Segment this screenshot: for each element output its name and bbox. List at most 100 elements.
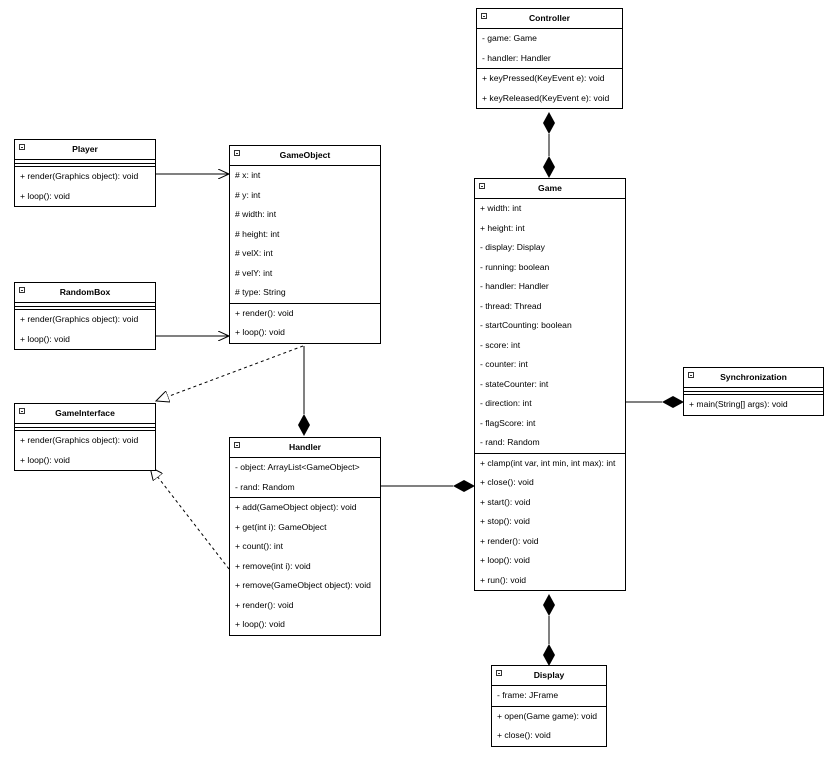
- composition-diamond-controller: [543, 112, 555, 134]
- operations-section: + add(GameObject object): void+ get(int …: [230, 498, 380, 635]
- class-name-label: Display: [533, 670, 565, 680]
- edge-handler-gameinterface[interactable]: [150, 467, 230, 570]
- class-name-label: Synchronization: [720, 372, 787, 382]
- operations-section: + render(Graphics object): void + loop():…: [15, 166, 155, 206]
- operations-section: + clamp(int var, int min, int max): int+…: [475, 454, 625, 591]
- attribute-row: - counter: int: [480, 359, 528, 369]
- attribute-row: - handler: Handler: [482, 52, 551, 63]
- class-handler[interactable]: Handler- object: ArrayList<GameObject>- …: [229, 437, 381, 636]
- operation-row: + loop(): void: [20, 190, 70, 201]
- operation-row: + loop(): void: [480, 555, 530, 565]
- operation-row: + render(): void: [235, 307, 294, 318]
- operation-row: + loop(): void: [20, 333, 70, 344]
- collapse-icon[interactable]: [688, 372, 694, 378]
- attributes-section: - game: Game- handler: Handler: [477, 29, 622, 69]
- attribute-row: - running: boolean: [480, 261, 550, 272]
- class-name-label: Controller: [528, 13, 571, 23]
- class-player[interactable]: Player + render(Graphics object): void + l…: [14, 139, 156, 207]
- attributes-section: - frame: JFrame: [492, 686, 606, 707]
- collapse-icon[interactable]: [234, 442, 240, 448]
- operation-row: + render(): void: [480, 535, 539, 546]
- attribute-row: - stateCounter: int: [480, 378, 549, 389]
- composition-diamond-game-bottom: [543, 594, 555, 616]
- operations-section: + render(Graphics object): void + loop():…: [15, 309, 155, 349]
- class-name-label: Handler: [289, 442, 321, 452]
- class-name: Synchronization: [684, 368, 823, 388]
- collapse-icon[interactable]: [19, 144, 25, 150]
- class-display[interactable]: Display - frame: JFrame + open(Game game):…: [491, 665, 607, 747]
- collapse-icon[interactable]: [19, 287, 25, 293]
- composition-diamond-handler-top: [298, 414, 310, 436]
- operation-row: + loop(): void: [235, 619, 285, 629]
- class-name-label: GameInterface: [55, 408, 115, 418]
- composition-diamond-game-left: [453, 480, 475, 492]
- class-synchronization[interactable]: Synchronization + main(String[] args): vo…: [683, 367, 824, 416]
- attribute-row: # height: int: [235, 228, 280, 239]
- attribute-row: + height: int: [480, 222, 525, 233]
- class-name: Game: [475, 179, 625, 199]
- operation-row: + add(GameObject object): void: [235, 502, 357, 512]
- operation-row: + loop(): void: [20, 454, 70, 465]
- attribute-row: - rand: Random: [235, 481, 295, 492]
- class-name: Display: [492, 666, 606, 686]
- collapse-icon[interactable]: [496, 670, 502, 676]
- operation-row: + remove(int i): void: [235, 560, 311, 571]
- class-name-label: RandomBox: [59, 287, 111, 297]
- operation-row: + run(): void: [480, 574, 527, 585]
- edge-gameobject-gameinterface[interactable]: [156, 345, 304, 401]
- operation-row: + render(): void: [235, 599, 294, 610]
- operation-row: + keyReleased(KeyEvent e): void: [482, 92, 610, 103]
- attribute-row: - direction: int: [480, 398, 532, 408]
- attributes-section: [15, 160, 155, 164]
- class-name-label: Player: [72, 144, 98, 154]
- operation-row: + close(): void: [497, 730, 551, 740]
- class-randombox[interactable]: RandomBox + render(Graphics object): void…: [14, 282, 156, 350]
- operation-row: + render(Graphics object): void: [20, 171, 139, 181]
- class-name-label: Game: [538, 183, 562, 193]
- attribute-row: - score: int: [480, 339, 521, 350]
- operation-row: + remove(GameObject object): void: [235, 580, 371, 590]
- attributes-section: [15, 303, 155, 307]
- operation-row: + start(): void: [480, 496, 531, 507]
- attribute-row: - thread: Thread: [480, 300, 542, 311]
- attribute-row: - display: Display: [480, 242, 545, 252]
- attribute-row: # velY: int: [235, 267, 273, 278]
- attributes-section: + width: int + height: int - display: Disp…: [475, 199, 625, 454]
- collapse-icon[interactable]: [19, 408, 25, 414]
- operation-row: + render(Graphics object): void: [20, 435, 139, 445]
- operation-row: + close(): void: [480, 477, 534, 487]
- attribute-row: # type: String: [235, 287, 286, 297]
- attributes-section: - object: ArrayList<GameObject> - rand: R…: [230, 458, 380, 498]
- attributes-section: # x: int# y: int# width: int# height: in…: [230, 166, 380, 304]
- class-gameobject[interactable]: GameObject # x: int# y: int# width: int# …: [229, 145, 381, 344]
- attribute-row: - frame: JFrame: [497, 690, 559, 700]
- attribute-row: # width: int: [235, 209, 277, 219]
- operations-section: + open(Game game): void + close(): void: [492, 707, 606, 746]
- operation-row: + open(Game game): void: [497, 710, 598, 721]
- composition-diamond-game-top: [543, 156, 555, 178]
- attribute-row: + width: int: [480, 203, 522, 213]
- collapse-icon[interactable]: [479, 183, 485, 189]
- operation-row: + render(Graphics object): void: [20, 314, 139, 324]
- class-gameinterface[interactable]: GameInterface + render(Graphics object): …: [14, 403, 156, 471]
- class-name-label: GameObject: [279, 150, 331, 160]
- attribute-row: - object: ArrayList<GameObject>: [235, 462, 360, 472]
- attributes-section: [684, 388, 823, 392]
- collapse-icon[interactable]: [234, 150, 240, 156]
- class-name: Player: [15, 140, 155, 160]
- attribute-row: - rand: Random: [480, 437, 540, 447]
- class-game[interactable]: Game + width: int + height: int - display: …: [474, 178, 626, 591]
- class-controller[interactable]: Controller - game: Game- handler: Handler…: [476, 8, 623, 109]
- operation-row: + loop(): void: [235, 327, 285, 337]
- attribute-row: - startCounting: boolean: [480, 320, 572, 330]
- class-name: Handler: [230, 438, 380, 458]
- operations-section: + main(String[] args): void: [684, 394, 823, 415]
- operation-row: + keyPressed(KeyEvent e): void: [482, 73, 605, 83]
- attribute-row: # velX: int: [235, 248, 273, 258]
- collapse-icon[interactable]: [481, 13, 487, 19]
- composition-diamond-display: [543, 644, 555, 666]
- composition-diamond-synchronization: [662, 396, 684, 408]
- attribute-row: - handler: Handler: [480, 281, 549, 291]
- operations-section: + render(Graphics object): void + loop():…: [15, 430, 155, 470]
